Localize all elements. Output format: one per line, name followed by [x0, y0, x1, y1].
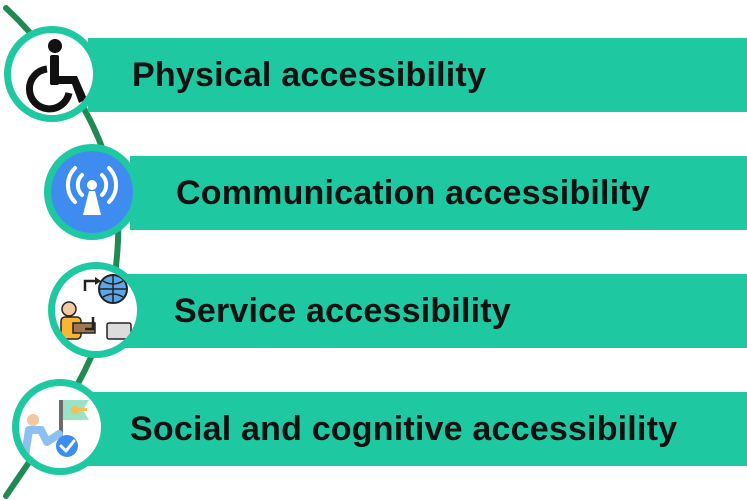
item-physical-accessibility: Physical accessibility [88, 38, 747, 112]
online-service-icon [60, 274, 132, 340]
item-social-cognitive-accessibility: Social and cognitive accessibility [78, 392, 747, 466]
item-label: Social and cognitive accessibility [130, 409, 678, 448]
item-label: Communication accessibility [176, 173, 650, 212]
wheelchair-icon [25, 39, 87, 113]
broadcast-antenna-icon [65, 166, 119, 215]
medal-service [48, 262, 144, 358]
medal-physical [4, 26, 100, 122]
medal-social [12, 379, 108, 475]
item-service-accessibility: Service accessibility [122, 274, 747, 348]
item-communication-accessibility: Communication accessibility [130, 156, 747, 230]
item-label: Service accessibility [174, 291, 511, 330]
social-inclusion-icon [21, 400, 89, 460]
medal-communication [44, 144, 140, 240]
item-label: Physical accessibility [132, 55, 487, 94]
